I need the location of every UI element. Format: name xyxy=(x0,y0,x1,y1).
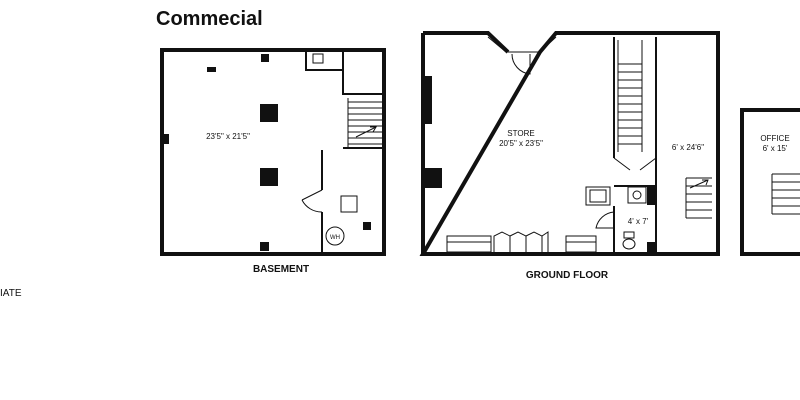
column-icon xyxy=(260,168,278,186)
basement-room-dims: 23'5" x 21'5" xyxy=(206,132,250,141)
wh-label: WH xyxy=(330,235,340,241)
wc-door-swing xyxy=(595,211,615,229)
side-note-text: IATE xyxy=(0,288,22,299)
entry-door-swing xyxy=(511,53,531,75)
basement-plan xyxy=(160,48,386,256)
basement-door-swing xyxy=(301,189,323,213)
ground-columns xyxy=(424,76,656,252)
basement-floor-label: BASEMENT xyxy=(253,264,309,275)
toilet-tank xyxy=(623,231,635,239)
basement-sink-icon xyxy=(312,53,324,64)
basement-vent xyxy=(207,67,216,72)
office-outer-wall xyxy=(740,108,800,256)
wc-sink xyxy=(627,186,647,204)
stair-door-swing xyxy=(613,157,657,171)
column-icon xyxy=(424,168,442,188)
column-icon xyxy=(647,187,656,205)
bifold-door xyxy=(493,231,549,252)
column-icon xyxy=(164,134,169,144)
water-heater-icon xyxy=(325,226,345,246)
hall-dims-label: 6' x 24'6" xyxy=(672,143,704,152)
store-name-label: STORE xyxy=(507,129,534,138)
basement-equipment-box xyxy=(340,195,358,213)
basement-stair-wall xyxy=(342,70,384,95)
office-dims-label: 6' x 15' xyxy=(763,144,788,153)
basement-outer-wall xyxy=(160,48,386,256)
display-shelf xyxy=(565,235,597,253)
column-icon xyxy=(260,104,278,122)
basement-closet-wall xyxy=(305,50,344,71)
column-icon xyxy=(363,222,371,230)
ground-outer-wall xyxy=(419,31,720,256)
store-dims-label: 20'5" x 23'5" xyxy=(499,139,543,148)
basement-stairs xyxy=(347,98,382,148)
counter-unit xyxy=(585,186,611,206)
ground-stairs xyxy=(617,40,643,152)
window-column xyxy=(424,76,432,124)
hall-stairs xyxy=(685,177,712,219)
office-plan xyxy=(740,108,800,256)
column-icon xyxy=(261,54,269,62)
wc-dims-label: 4' x 7' xyxy=(628,217,649,226)
page-title: Commecial xyxy=(156,8,263,30)
ground-floor-label: GROUND FLOOR xyxy=(526,270,609,281)
column-icon xyxy=(647,242,656,252)
office-stairs xyxy=(771,173,800,215)
toilet-icon xyxy=(622,238,636,250)
column-icon xyxy=(260,242,269,251)
ground-floor-plan xyxy=(419,31,720,256)
office-name-label: OFFICE xyxy=(760,134,789,143)
basement-columns xyxy=(164,54,371,251)
display-shelf xyxy=(446,235,492,253)
